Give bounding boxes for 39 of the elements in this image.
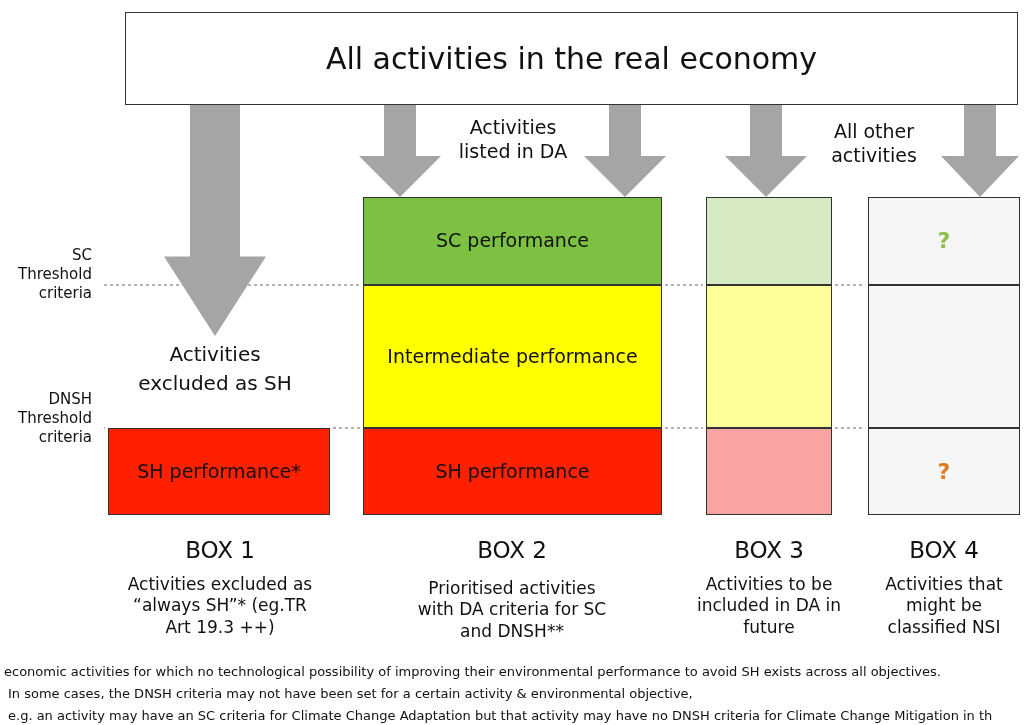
box-description: Activities that might be classified NSI [884, 574, 1004, 638]
performance-band [706, 428, 832, 515]
block-arrow [941, 105, 1019, 197]
performance-band [706, 197, 832, 285]
performance-band [363, 197, 662, 285]
block-arrow [164, 105, 266, 336]
block-arrow [359, 105, 441, 197]
box-heading: BOX 3 [733, 536, 805, 565]
box-description: Prioritised activities with DA criteria for SC and DNSH** [417, 578, 607, 642]
group-caption: Activities listed in DA [457, 116, 569, 164]
performance-band [363, 428, 662, 515]
performance-band [868, 428, 1020, 515]
performance-band [108, 428, 330, 515]
performance-band [868, 285, 1020, 428]
footnote-text: e.g. an activity may have an SC criteria for Climate Change Adaptation but that activity may have no DNSH criteria for Climate Change Mitigation in th [8, 708, 994, 725]
box-heading: BOX 2 [476, 536, 548, 565]
band-label: SH performance [435, 458, 590, 484]
band-label: SH performance* [137, 458, 301, 484]
box-description: Activities excluded as “always SH”* (eg.TR Art 19.3 ++) [126, 574, 314, 638]
threshold-label: DNSH Threshold criteria [17, 390, 92, 447]
band-label: Intermediate performance [387, 343, 638, 369]
banner-title: All activities in the real economy [325, 39, 818, 78]
block-arrow [725, 105, 807, 197]
footnote-text: economic activities for which no technological possibility of improving their environmental performance to avoid SH exists across all objectives. [4, 664, 942, 681]
band-label: SC performance [435, 228, 590, 254]
box-heading: BOX 4 [908, 536, 980, 565]
group-caption: All other activities [830, 120, 918, 168]
question-mark: ? [937, 457, 951, 486]
performance-band [363, 285, 662, 428]
caption-text: Activities excluded as SH [137, 341, 293, 397]
banner-box [125, 12, 1018, 105]
performance-band [706, 285, 832, 428]
question-mark: ? [937, 227, 951, 256]
performance-band [868, 197, 1020, 285]
threshold-label: SC Threshold criteria [17, 246, 92, 303]
footnote-text: In some cases, the DNSH criteria may not have been set for a certain activity & environmental objective, [8, 686, 694, 703]
box-description: Activities to be included in DA in future [696, 574, 842, 638]
block-arrow [584, 105, 666, 197]
box-heading: BOX 1 [184, 536, 256, 565]
